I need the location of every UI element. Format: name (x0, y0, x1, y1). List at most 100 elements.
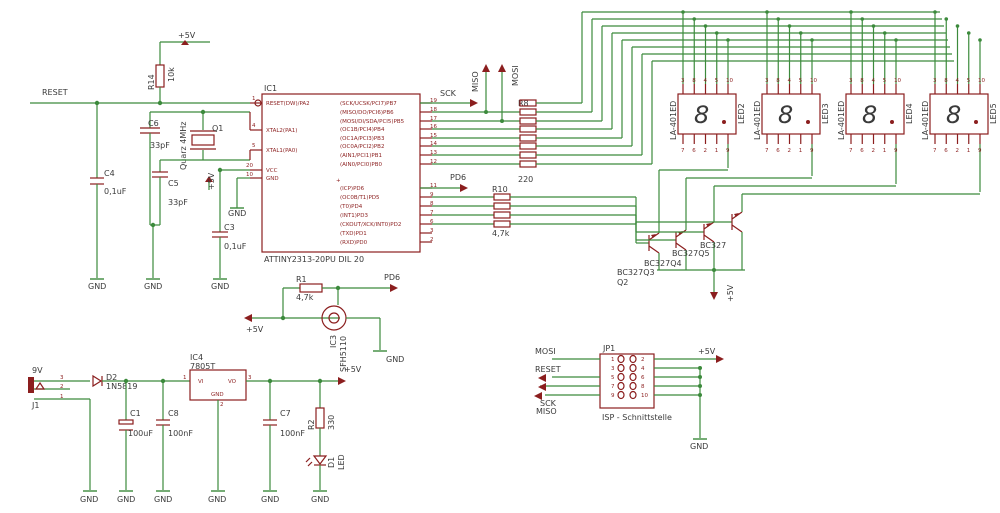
isp-pin-right (629, 372, 637, 382)
jp1-part: ISP - Schnittstelle (602, 413, 672, 422)
c4-value: 0,1uF (104, 187, 127, 196)
r8-resistor-element (519, 117, 537, 125)
r10-label: R10 (492, 185, 508, 194)
isp-pin-num: 4 (641, 366, 645, 372)
r1-value: 4,7k (296, 293, 314, 302)
jp1-label: JP1 (602, 344, 615, 353)
ic1-pin-vcc: VCC (266, 168, 278, 174)
display-pin-bottom: 9 (894, 148, 898, 154)
display-pin-top: 4 (788, 78, 792, 84)
display-pin-bottom: 1 (715, 148, 719, 154)
isp-pin-num: 6 (641, 375, 645, 381)
c8-value: 100nF (168, 429, 193, 438)
q1-label: Q1 (212, 124, 223, 133)
ic3-label: IC3 (329, 335, 338, 348)
ic1-pin-label: (ICP)PD6 (340, 186, 365, 192)
segment-digit: 8 (862, 101, 877, 129)
display-pin-bottom: 7 (681, 148, 685, 154)
gnd-label-ic4: GND (208, 495, 226, 504)
c1-value: 100uF (128, 429, 153, 438)
vcc-arrow-icon (710, 292, 718, 300)
r8-resistor-element (519, 151, 537, 159)
ic1-pin-label: (CKOUT/XCK/INT0)PD2 (340, 222, 401, 228)
isp-pin-left (617, 390, 625, 400)
ic4-vo: VO (228, 379, 237, 385)
r1-label: R1 (296, 275, 307, 284)
vcc-q-label: +5V (726, 284, 735, 302)
j1-pin: 1 (60, 394, 64, 400)
display-pin-top: 5 (967, 78, 971, 84)
isp-mosi-label: MOSI (535, 347, 556, 356)
ic1-pin-number: 2 (430, 237, 434, 243)
ic1-pin-xtal2: XTAL2(PA1) (266, 128, 297, 134)
isp-pin-num: 3 (611, 366, 615, 372)
isp-gnd-label: GND (690, 442, 708, 451)
r8-resistor-element (519, 142, 537, 150)
isp-sck-label: SCK (540, 399, 557, 408)
q3-label: BC327Q3 (617, 268, 655, 277)
led-label: LED (337, 454, 346, 470)
ic1-pin-number: 18 (430, 107, 437, 113)
ic4-gnd: GND (211, 392, 224, 398)
ic1-pinnum: 20 (246, 163, 253, 169)
display-pin-bottom: 7 (849, 148, 853, 154)
vcc-top-label: +5V (178, 31, 196, 40)
r8-resistor-element (519, 134, 537, 142)
display-pin-top: 5 (883, 78, 887, 84)
display-pin-top: 3 (765, 78, 769, 84)
ic1-part: ATTINY2313-20PU DIL 20 (264, 255, 364, 264)
q5-label: BC327Q5 (672, 249, 710, 258)
segment-digit: 8 (694, 101, 709, 129)
display-pin-bottom: 9 (726, 148, 730, 154)
crystal-q1 (191, 134, 215, 146)
d2-label: D2 (106, 373, 117, 382)
reset-label: RESET (42, 88, 68, 97)
ic1-pin-label: (MISO/DO/PCI6)PB6 (340, 110, 394, 116)
display-pin-top: 3 (681, 78, 685, 84)
j1-connector (28, 377, 34, 393)
ic1-pin-xtal1: XTAL1(PA0) (266, 148, 297, 154)
crystal-network: C6 33pF Q1 Quarz 4MHz C5 33pF GND (140, 109, 250, 291)
display-pin-top: 10 (726, 78, 733, 84)
display-name-label: LED3 (821, 103, 830, 124)
ic1-pin-number: 14 (430, 141, 437, 147)
display-pin-top: 10 (978, 78, 985, 84)
ic3-part: SFH5110 (339, 336, 348, 372)
pd6b-label: PD6 (384, 273, 400, 282)
isp-pin-num: 7 (611, 384, 615, 390)
ic1-pin-number: 6 (430, 219, 434, 225)
r10-resistor-element (493, 220, 511, 228)
spi-labels: SCK MISO MOSI (420, 64, 520, 123)
isp-arrow-icon (538, 374, 546, 382)
vcc-arrow-icon (716, 355, 724, 363)
display-pin-bottom: 7 (933, 148, 937, 154)
ic1-pin-number: 9 (430, 192, 434, 198)
display-name-label: LED5 (989, 103, 998, 124)
display-name-label: LED2 (737, 103, 746, 124)
r10-resistor-element (493, 202, 511, 210)
r8-resistor-element (519, 125, 537, 133)
ic4-pin: 1 (183, 375, 187, 381)
d2-diode (92, 374, 103, 388)
mosi-label: MOSI (511, 65, 520, 86)
display-pin-bottom: 1 (799, 148, 803, 154)
mosi-arrow-icon (498, 64, 506, 72)
display-pin-bottom: 2 (788, 148, 792, 154)
isp-reset-label: RESET (535, 365, 561, 374)
c5-label: C5 (168, 179, 179, 188)
gnd-label-j1: GND (80, 495, 98, 504)
vcc-arrow-icon (244, 314, 252, 322)
display-pin-bottom: 7 (765, 148, 769, 154)
display-part-label: LA-401ED (837, 101, 846, 140)
display-pin-top: 8 (776, 78, 780, 84)
display-pin-bottom: 1 (967, 148, 971, 154)
ic1-pin-number: 19 (430, 98, 437, 104)
seven-segment-display (845, 93, 905, 135)
isp-pin-left (617, 372, 625, 382)
isp-pin-right (629, 381, 637, 391)
segment-digit: 8 (778, 101, 793, 129)
ic4-vi: VI (198, 379, 204, 385)
display-pin-top: 10 (894, 78, 901, 84)
